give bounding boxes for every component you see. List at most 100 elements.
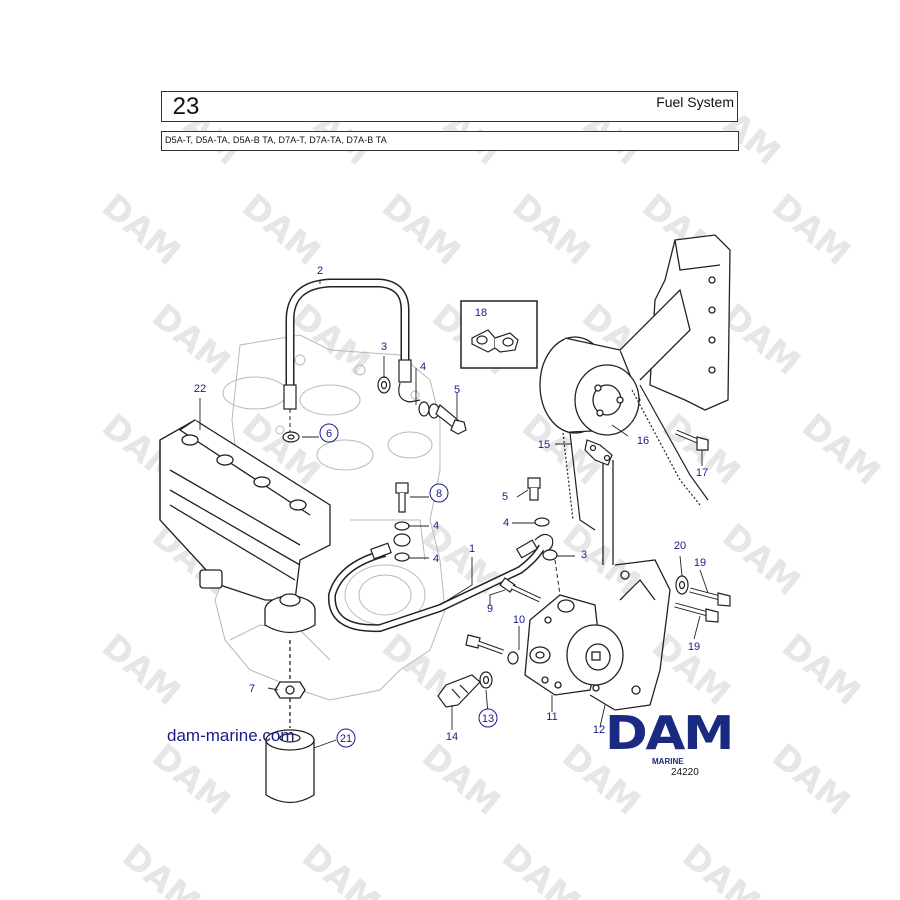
- callout-c18: 18: [475, 307, 487, 319]
- watermark-text: DAM: [774, 626, 867, 713]
- callout-label: 2: [317, 265, 323, 277]
- callout-label: 17: [696, 467, 708, 479]
- washer-6: [282, 431, 300, 443]
- callout-c10: 10: [513, 614, 525, 626]
- callout-label: 19: [694, 557, 706, 569]
- callout-c11: 11: [546, 711, 557, 723]
- callout-c22: 22: [194, 383, 206, 395]
- watermark-text: DAM: [794, 406, 887, 493]
- callout-label: 4: [420, 361, 426, 373]
- callout-label: 21: [340, 733, 352, 745]
- fuel-pipe-2: [283, 278, 421, 432]
- callout-label: 9: [487, 603, 493, 615]
- callout-c4b: 4: [433, 520, 439, 532]
- bolt-19-upper: [689, 587, 731, 607]
- callout-label: 16: [637, 435, 649, 447]
- washer-13: [479, 671, 493, 689]
- callout-label: 6: [326, 428, 332, 440]
- engine-bracket: [619, 234, 731, 411]
- callout-c16: 16: [637, 435, 649, 447]
- callout-c7: 7: [249, 683, 255, 695]
- callout-c12: 12: [593, 724, 605, 736]
- banjo-bolt-upper: [377, 376, 467, 435]
- watermark-text: DAM: [284, 296, 377, 383]
- callout-label: 19: [688, 641, 700, 653]
- watermark-text: DAM: [94, 186, 187, 273]
- pump-bracket: [589, 460, 671, 711]
- callout-circle: [319, 423, 339, 443]
- watermark-text: DAM: [144, 296, 237, 383]
- callout-label: 22: [194, 383, 206, 395]
- callout-c20: 20: [674, 540, 686, 552]
- detail-box-18: [460, 300, 538, 369]
- watermark-text: DAM: [554, 516, 647, 603]
- callout-label: 5: [454, 384, 460, 396]
- dam-logo-subtext: MARINE: [652, 757, 684, 766]
- callout-label: 11: [546, 711, 557, 723]
- watermark-text: DAM: [674, 836, 767, 900]
- page-title: Fuel System: [656, 94, 734, 110]
- watermark-text: DAM: [504, 186, 597, 273]
- bolt-8: [393, 482, 411, 562]
- callout-c15: 15: [538, 439, 550, 451]
- callout-c8: 8: [429, 483, 449, 503]
- callout-c4a: 4: [420, 361, 426, 373]
- nipple-14: [437, 674, 481, 708]
- callout-label: 10: [513, 614, 525, 626]
- watermark-text: DAM: [494, 836, 587, 900]
- callout-label: 7: [249, 683, 255, 695]
- callout-label: 4: [433, 520, 439, 532]
- drive-belt: [562, 384, 709, 531]
- callout-label: 5: [502, 491, 508, 503]
- callout-circle: [478, 708, 498, 728]
- callout-label: 13: [482, 713, 494, 725]
- callout-label: 4: [503, 517, 509, 529]
- watermark-text: DAM: [144, 736, 237, 823]
- callout-label: 20: [674, 540, 686, 552]
- callout-c4c: 4: [433, 553, 439, 565]
- feed-pump: [524, 559, 624, 696]
- fuel-filter-housing: [159, 419, 331, 634]
- callout-label: 3: [581, 549, 587, 561]
- callout-label: 15: [538, 439, 550, 451]
- engine-models: D5A-T, D5A-TA, D5A-B TA, D7A-T, D7A-TA, …: [165, 135, 387, 145]
- section-number-box: 23: [161, 91, 211, 122]
- watermark-text: DAM: [714, 516, 807, 603]
- callout-label: 12: [593, 724, 605, 736]
- callout-c17: 17: [696, 467, 708, 479]
- bolt-19-lower: [674, 602, 719, 623]
- callout-c21: 21: [336, 728, 356, 748]
- callout-c13: 13: [478, 708, 498, 728]
- fuel-pipe-1: [327, 533, 554, 633]
- watermark-text: DAM: [764, 736, 857, 823]
- callout-label: 1: [469, 543, 475, 555]
- callout-label: 18: [475, 307, 487, 319]
- callout-circle: [429, 483, 449, 503]
- bolt-10: [465, 634, 519, 665]
- callout-circle: [336, 728, 356, 748]
- watermark-text: DAM: [94, 626, 187, 713]
- watermark-text: DAM: [644, 626, 737, 713]
- title-box: Fuel System: [209, 91, 738, 122]
- watermark-text: DAM: [764, 186, 857, 273]
- callout-label: 3: [381, 341, 387, 353]
- callout-c19a: 19: [694, 557, 706, 569]
- washer-20: [675, 575, 689, 595]
- callout-label: 8: [436, 488, 442, 500]
- watermark-text: DAM: [374, 186, 467, 273]
- callout-label: 4: [433, 553, 439, 565]
- banjo-bolt-lower: [527, 477, 558, 561]
- callout-c5b: 5: [502, 491, 508, 503]
- figure-number: 24220: [671, 767, 699, 778]
- models-box: D5A-T, D5A-TA, D5A-B TA, D7A-T, D7A-TA, …: [161, 131, 739, 151]
- leader-lines: [199, 280, 709, 749]
- callout-c4d: 4: [503, 517, 509, 529]
- watermark-text: DAM: [294, 836, 387, 900]
- watermark-text: DAM: [414, 736, 507, 823]
- filter-cartridge: [265, 640, 315, 804]
- bolt-17: [675, 429, 709, 451]
- site-url-link[interactable]: dam-marine.com: [167, 726, 295, 745]
- drive-pulley: [539, 336, 641, 436]
